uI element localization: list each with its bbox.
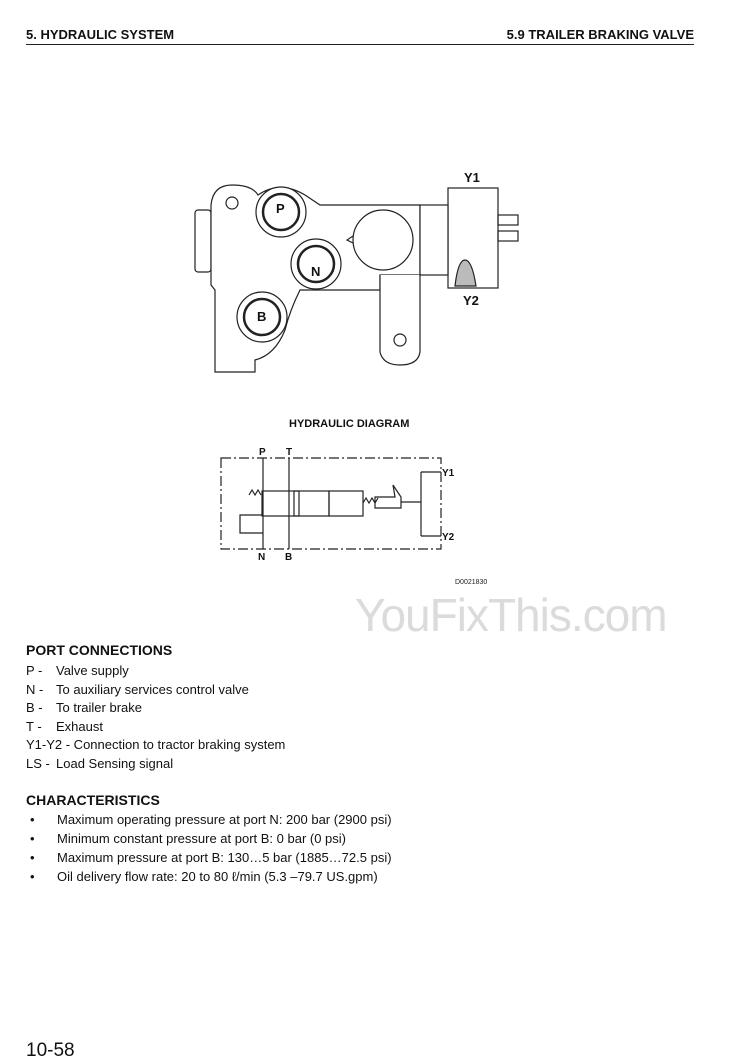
- drawing-code: D0021830: [455, 579, 487, 586]
- spool-box-3: [328, 490, 364, 517]
- page-number: 10-58: [26, 1040, 75, 1061]
- port-desc: Y1-Y2 - Connection to tractor braking sy…: [26, 737, 286, 752]
- port-y1-label: Y1: [464, 170, 480, 185]
- feedback-line: [239, 514, 263, 534]
- y2-port: [454, 259, 477, 287]
- characteristic-text: Minimum constant pressure at port B: 0 b…: [57, 831, 347, 846]
- diagram-n-label: N: [258, 552, 265, 563]
- port-item: Y1-Y2 - Connection to tractor braking sy…: [26, 737, 285, 752]
- hex-nut: [194, 209, 212, 273]
- spool-box-1: [261, 490, 300, 517]
- watermark: YouFixThis.com: [355, 589, 668, 641]
- bullet-icon: •: [30, 831, 35, 846]
- characteristic-item: • Maximum pressure at port B: 130…5 bar (…: [26, 850, 392, 865]
- diagram-boundary: [220, 457, 442, 550]
- bullet-icon: •: [30, 850, 35, 865]
- port-b: [242, 297, 282, 337]
- port-y2-label: Y2: [463, 293, 479, 308]
- diagram-y1-label: Y1: [442, 468, 455, 479]
- port-desc: Exhaust: [56, 719, 103, 734]
- port-desc: Load Sensing signal: [56, 756, 174, 771]
- port-desc: Valve supply: [56, 663, 129, 678]
- mount-bracket: [379, 275, 421, 366]
- spring-left: [248, 488, 262, 497]
- port-b-label: B: [257, 309, 266, 324]
- diagram-p-label: P: [259, 447, 266, 458]
- bracket-hole: [393, 333, 407, 347]
- header-subsection: 5.9 TRAILER BRAKING VALVE: [506, 27, 694, 42]
- cap-tip: [345, 235, 354, 244]
- diagram-b-label: B: [285, 552, 292, 563]
- diagram-title: HYDRAULIC DIAGRAM: [289, 418, 409, 430]
- characteristic-item: • Minimum constant pressure at port B: 0 …: [26, 831, 346, 846]
- port-item: T - Exhaust: [26, 719, 103, 734]
- port-key: N -: [26, 682, 44, 697]
- valve-drawing: P N B Y1 Y2 HYDRAULIC DIAGRAM P T N B Y1…: [194, 170, 519, 586]
- y-fitting-1: [497, 214, 519, 226]
- port-item: P - Valve supply: [26, 663, 129, 678]
- characteristic-text: Maximum operating pressure at port N: 20…: [57, 812, 392, 827]
- port-n: [296, 244, 336, 284]
- pilot-lines: [401, 471, 441, 537]
- header-section: 5. HYDRAULIC SYSTEM: [26, 27, 175, 42]
- port-p: [261, 192, 301, 232]
- characteristic-item: • Maximum operating pressure at port N: 2…: [26, 812, 392, 827]
- port-item: LS - Load Sensing signal: [26, 756, 173, 771]
- characteristic-text: Maximum pressure at port B: 130…5 bar (1…: [57, 850, 392, 865]
- port-key: P -: [26, 663, 43, 678]
- bullet-icon: •: [30, 812, 35, 827]
- port-key: LS -: [26, 756, 50, 771]
- port-item: N - To auxiliary services control valve: [26, 682, 249, 697]
- port-connections-heading: PORT CONNECTIONS: [26, 642, 173, 658]
- cap: [352, 209, 414, 271]
- bullet-icon: •: [30, 869, 35, 884]
- y-fitting-2: [497, 230, 519, 242]
- port-desc: To trailer brake: [56, 700, 142, 715]
- port-item: B - To trailer brake: [26, 700, 142, 715]
- port-key: B -: [26, 700, 43, 715]
- header-rule: [26, 44, 694, 45]
- port-p-label: P: [276, 201, 285, 216]
- characteristic-item: • Oil delivery flow rate: 20 to 80 ℓ/min …: [26, 869, 378, 884]
- port-n-label: N: [311, 264, 320, 279]
- spring-right: [362, 496, 379, 505]
- mount-hole: [225, 196, 239, 210]
- characteristics-heading: CHARACTERISTICS: [26, 792, 160, 808]
- port-desc: To auxiliary services control valve: [56, 682, 249, 697]
- diagram-t-label: T: [286, 447, 292, 458]
- y-block-neck: [419, 204, 449, 276]
- pilot-actuator: [374, 484, 402, 509]
- port-key: T -: [26, 719, 42, 734]
- characteristic-text: Oil delivery flow rate: 20 to 80 ℓ/min (…: [57, 869, 378, 884]
- diagram-y2-label: Y2: [442, 532, 455, 543]
